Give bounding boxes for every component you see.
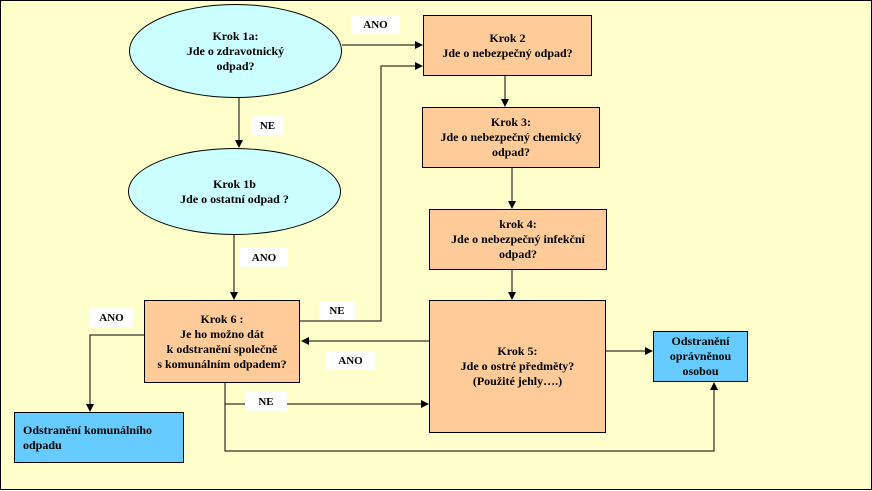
label-ano-krok5: ANO bbox=[326, 351, 375, 370]
label-ano-1b: ANO bbox=[240, 248, 288, 267]
label-ne-krok6: NE bbox=[319, 301, 355, 320]
node-krok1b: Krok 1b Jde o ostatní odpad ? bbox=[128, 148, 341, 235]
arrow-krok6-to-opravnenou-bottom bbox=[224, 382, 718, 452]
label-ne-1a: NE bbox=[251, 116, 284, 135]
node-krok5: Krok 5: Jde o ostré předměty? (Použité j… bbox=[429, 300, 606, 433]
node-krok4: krok 4: Jde o nebezpečný infekční odpad? bbox=[429, 209, 607, 270]
node-krok6: Krok 6 : Je ho možno dát k odstranění sp… bbox=[144, 300, 300, 383]
label-ano-krok6: ANO bbox=[90, 308, 133, 327]
node-odstraneni-opravnenou: Odstranění oprávněnou osobou bbox=[653, 331, 748, 382]
node-odstraneni-komunalniho: Odstranění komunálního odpadu bbox=[14, 412, 184, 463]
node-krok1a: Krok 1a: Jde o zdravotnický odpad? bbox=[129, 4, 342, 98]
arrow-krok6-to-krok2 bbox=[300, 62, 423, 322]
label-ne-bottom: NE bbox=[245, 392, 287, 411]
arrow-krok6-to-komunalni bbox=[86, 334, 144, 412]
label-ano-top: ANO bbox=[351, 15, 400, 34]
node-krok3: Krok 3: Jde o nebezpečný chemický odpad? bbox=[422, 107, 600, 168]
node-krok2: Krok 2 Jde o nebezpečný odpad? bbox=[423, 15, 592, 76]
